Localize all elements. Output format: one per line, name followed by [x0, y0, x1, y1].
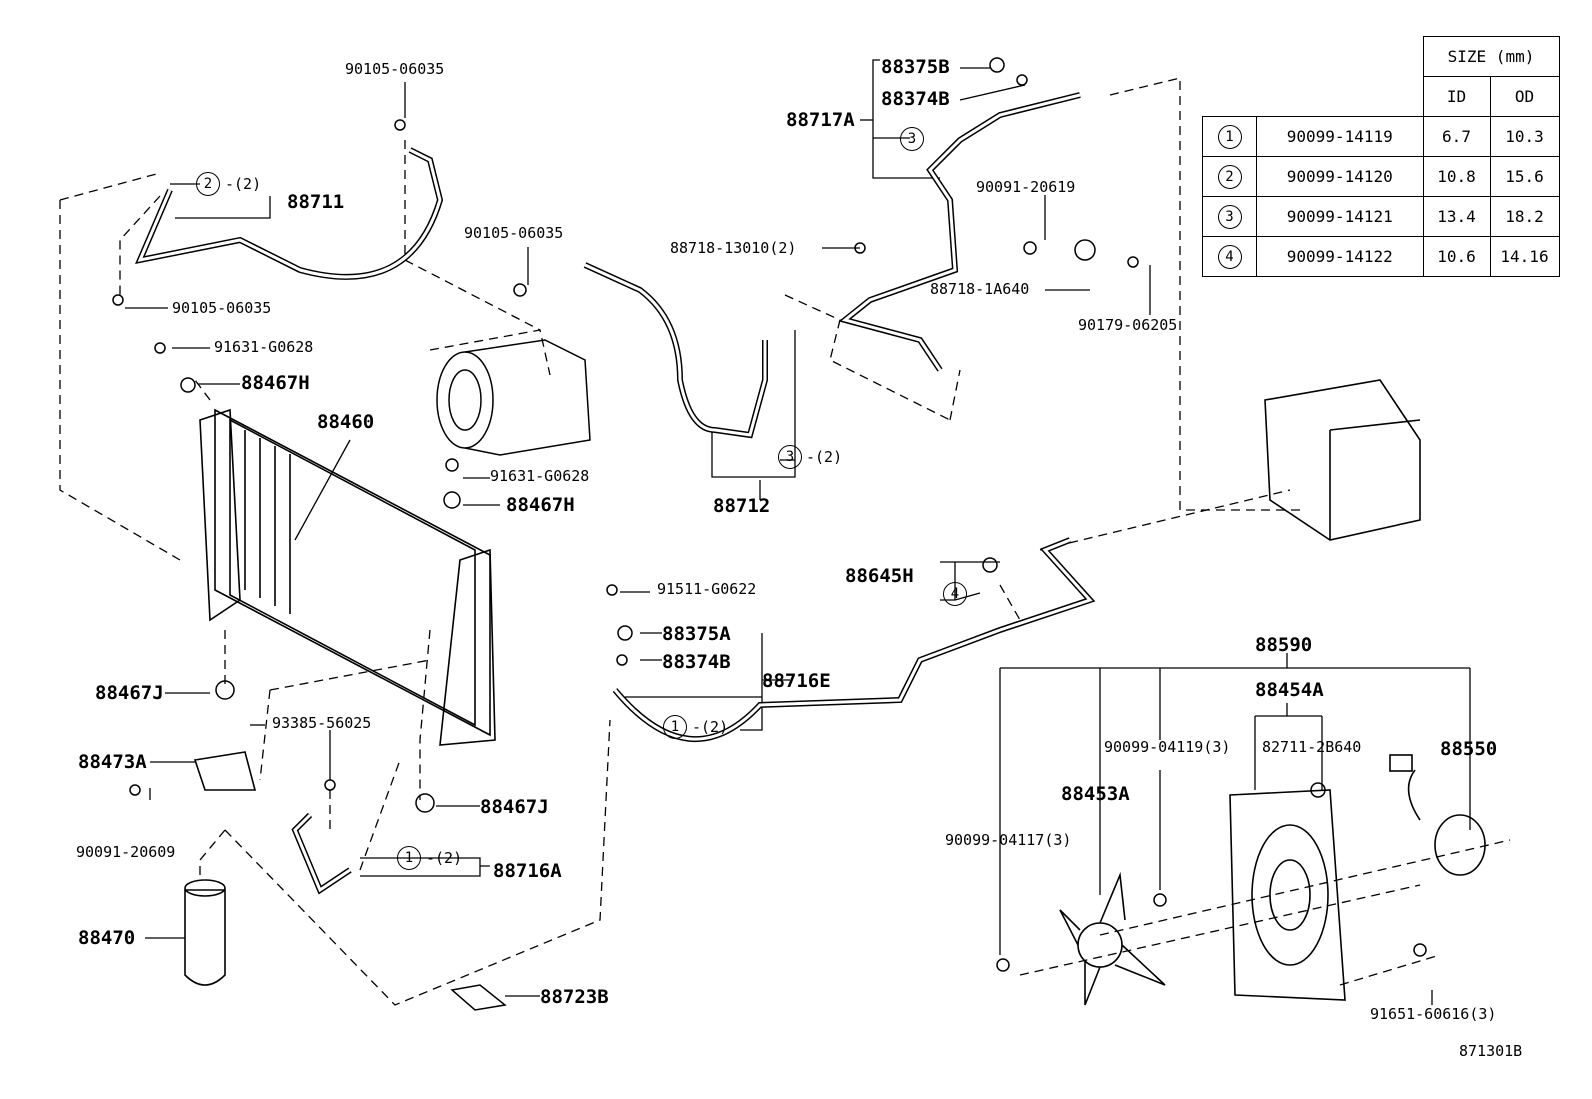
label-88453a: 88453A [1061, 783, 1130, 805]
part-number-cell: 90099-14122 [1256, 236, 1424, 277]
part-number-cell: 90099-14120 [1256, 156, 1424, 197]
label-88467h: 88467H [506, 494, 575, 516]
od-cell: 15.6 [1489, 156, 1560, 197]
ref-circle: 2 [1217, 164, 1242, 189]
label-88467j: 88467J [95, 682, 164, 704]
label-88718-13010: 88718-13010(2) [670, 239, 797, 257]
size-header: SIZE (mm) [1422, 36, 1560, 77]
id-cell: 6.7 [1422, 116, 1491, 157]
label-88374b: 88374B [662, 651, 731, 673]
table-header-row: ID OD [1203, 76, 1560, 117]
table-row: 4 90099-14122 10.6 14.16 [1202, 236, 1560, 277]
label-88716a: 88716A [493, 860, 562, 882]
label-91511-g0622: 91511-G0622 [657, 580, 757, 598]
ref-circle: 3 [1217, 204, 1242, 229]
id-cell: 10.6 [1422, 236, 1491, 277]
label-88590: 88590 [1255, 634, 1313, 656]
drawing-number: 871301B [1459, 1042, 1523, 1060]
hoses [134, 92, 1096, 895]
column-header-od: OD [1489, 76, 1560, 117]
callout-qty: -(2) [806, 448, 843, 466]
label-88470: 88470 [78, 927, 136, 949]
fan-blade-drawing [1059, 871, 1166, 1006]
label-88375a: 88375A [662, 623, 731, 645]
label-88375b: 88375B [881, 56, 950, 78]
label-88454a: 88454A [1255, 679, 1324, 701]
callout-circle-3: 3 [778, 445, 802, 469]
fan-shroud-drawing [1229, 789, 1346, 1001]
label-90105-06035: 90105-06035 [345, 60, 445, 78]
bracket-drawing [193, 751, 257, 791]
label-88723b: 88723B [540, 986, 609, 1008]
od-cell: 10.3 [1489, 116, 1560, 157]
label-93385-56025: 93385-56025 [272, 714, 372, 732]
callout-qty: -(2) [426, 849, 463, 867]
label-90091-20609: 90091-20609 [76, 843, 176, 861]
label-88374b: 88374B [881, 88, 950, 110]
label-88467j: 88467J [480, 796, 549, 818]
label-88717a: 88717A [786, 109, 855, 131]
label-90105-06035: 90105-06035 [464, 224, 564, 242]
ref-circle: 4 [1217, 244, 1242, 269]
fasteners [112, 57, 1427, 972]
compressor-drawing [436, 339, 591, 456]
label-90091-20619: 90091-20619 [976, 178, 1076, 196]
hoses-inner [137, 93, 1093, 893]
label-88712: 88712 [713, 495, 771, 517]
label-90099-04119: 90099-04119(3) [1104, 738, 1231, 756]
label-90105-06035: 90105-06035 [172, 299, 272, 317]
id-cell: 13.4 [1422, 196, 1491, 237]
decal-drawing [450, 984, 507, 1011]
label-82711-2b640: 82711-2B640 [1262, 738, 1362, 756]
label-90179-06205: 90179-06205 [1078, 316, 1178, 334]
column-header-id: ID [1422, 76, 1491, 117]
callout-circle-3: 3 [900, 127, 924, 151]
od-cell: 18.2 [1489, 196, 1560, 237]
callout-qty: -(2) [692, 718, 729, 736]
id-cell: 10.8 [1422, 156, 1491, 197]
evaporator-drawing [1264, 379, 1421, 541]
label-91631-g0628: 91631-G0628 [490, 467, 590, 485]
label-88716e: 88716E [762, 670, 831, 692]
label-88645h: 88645H [845, 565, 914, 587]
label-88473a: 88473A [78, 751, 147, 773]
callout-circle-4: 4 [943, 582, 967, 606]
label-88460: 88460 [317, 411, 375, 433]
label-90099-04117: 90099-04117(3) [945, 831, 1072, 849]
callout-circle-2: 2 [196, 172, 220, 196]
label-88718-1a640: 88718-1A640 [930, 280, 1030, 298]
callout-qty: -(2) [225, 175, 262, 193]
label-88550: 88550 [1440, 738, 1498, 760]
part-number-cell: 90099-14119 [1256, 116, 1424, 157]
ref-circle: 1 [1217, 124, 1242, 149]
o-ring-size-table: SIZE (mm) ID OD 1 90099-14119 6.7 10.3 2… [1202, 36, 1560, 277]
table-row: 1 90099-14119 6.7 10.3 [1202, 116, 1560, 157]
table-row: 2 90099-14120 10.8 15.6 [1202, 156, 1560, 197]
od-cell: 14.16 [1489, 236, 1560, 277]
dryer-drawing [184, 879, 226, 986]
label-88467h: 88467H [241, 372, 310, 394]
part-number-cell: 90099-14121 [1256, 196, 1424, 237]
label-91631-g0628: 91631-G0628 [214, 338, 314, 356]
callout-circle-1: 1 [397, 846, 421, 870]
fan-motor-drawing [1389, 754, 1486, 876]
table-row: 3 90099-14121 13.4 18.2 [1202, 196, 1560, 237]
label-91651-60616: 91651-60616(3) [1370, 1005, 1497, 1023]
label-88711: 88711 [287, 191, 345, 213]
condenser-drawing [199, 408, 496, 746]
table-header-row: SIZE (mm) [1203, 36, 1560, 77]
callout-circle-1: 1 [663, 715, 687, 739]
